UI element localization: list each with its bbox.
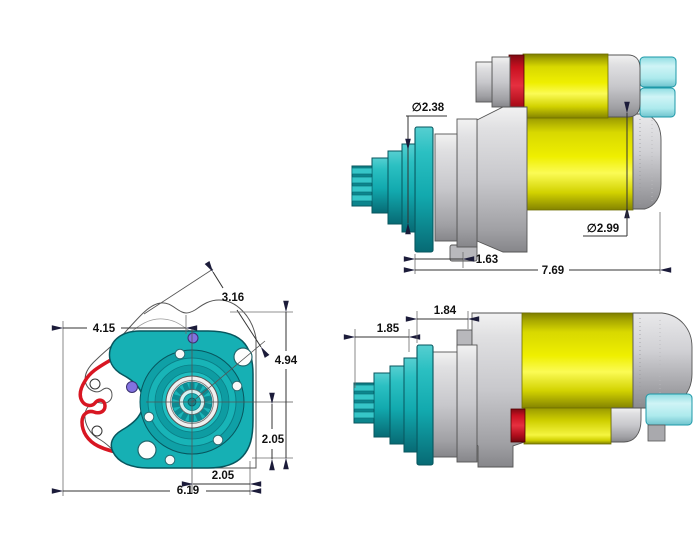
dim-label-center-to-bottom: 2.05 [262,434,285,446]
drive-housing [476,106,528,253]
solenoid-body [522,53,609,119]
housing-ring [456,344,478,463]
bolt-head [126,381,138,393]
mount-flange [414,126,434,253]
corner-hole [233,347,253,367]
corner-hole [137,440,157,460]
front-view: 3.16 4.15 4.94 2.05 2.05 [51,261,298,497]
dim-label-body-diameter: ∅2.99 [587,223,619,235]
solenoid-plunger-housing [475,61,493,103]
dim-pilot-diameter: ∅2.38 [405,102,447,235]
terminal-stud-upper [639,56,677,88]
dim-label-flange-to-housing: 1.63 [476,254,498,266]
nose-step-2 [389,365,405,445]
terminal-stud [645,393,693,426]
dim-label-pilot-diameter: ∅2.38 [412,102,445,114]
terminal-stud-lower [639,87,676,118]
housing-tube [432,351,458,458]
centerlines [146,328,293,494]
pinion-gear [351,165,373,207]
dim-diagonal: 3.16 [143,261,270,358]
dim-label-overall-length: 7.69 [542,265,564,277]
solenoid-red-ring [510,408,526,443]
dim-center-to-bottom: 2.05 [262,392,285,471]
bolt-head [187,332,199,344]
housing-ring [456,118,478,248]
solenoid-body [523,407,612,445]
solenoid-end-ring [610,407,642,443]
dim-nose-length: 1.85 [343,323,421,388]
dim-label-center-to-right: 2.05 [212,470,235,482]
bolt-hole [212,434,224,446]
side-view-top: ∅2.38 ∅2.99 1.63 7.69 [351,53,677,277]
bolt-hole [174,348,186,360]
drive-housing [471,312,531,468]
dim-overall-length: 7.69 [403,212,672,277]
end-cap [632,113,662,210]
terminal-base [647,424,666,442]
housing-tube [434,133,458,242]
nose-ring [373,372,391,438]
center-boss [139,349,245,455]
motor-body-cylinder [521,312,634,409]
dim-label-nose-length: 1.85 [377,323,400,335]
gasket-outline [78,352,154,455]
dim-flange-to-housing: 1.63 [403,252,498,274]
dim-label-width-overall: 6.19 [177,485,199,497]
pinion-gear [353,382,375,424]
housing-ear-hole [89,378,101,390]
dim-label-flange-to-mount: 1.84 [434,305,457,317]
bolt-hole [231,380,243,392]
dim-label-height-overall: 4.94 [275,355,298,367]
mount-flange [416,344,434,466]
dim-label-diagonal: 3.16 [222,292,244,304]
housing-ear-hole [91,425,103,437]
dim-flange-to-mount: 1.84 [405,305,480,343]
bolt-hole [164,454,176,466]
nose-step-2 [387,150,403,225]
nose-step-1 [403,357,418,453]
nose-ring [371,157,389,214]
dim-width-upper: 4.15 [51,315,198,496]
dim-height-overall: 4.94 [230,300,298,470]
motor-body-cylinder [523,112,634,211]
side-view-bottom: 1.85 1.84 [343,305,693,468]
solenoid-end-ring [605,54,641,118]
bolt-hole [143,411,155,423]
dim-width-overall: 6.19 [51,485,262,497]
dim-body-diameter: ∅2.99 [583,101,630,237]
dim-label-width-upper: 4.15 [93,323,116,335]
solenoid-bracket [491,56,511,108]
